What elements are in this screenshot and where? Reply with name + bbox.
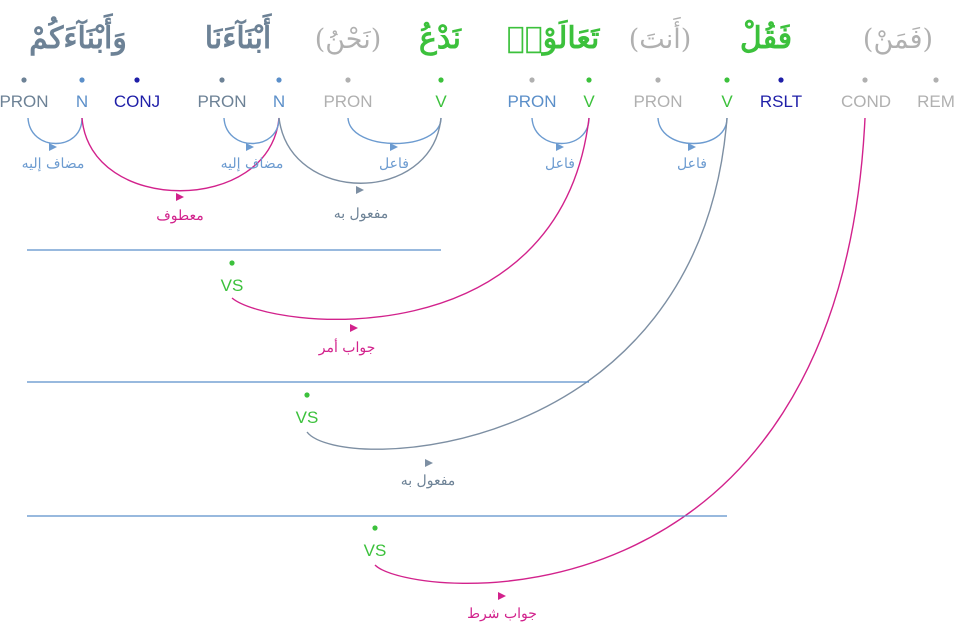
subgraph-lines [27, 249, 727, 517]
arc-r2 [81, 117, 280, 192]
arrowhead-r5 [356, 186, 364, 194]
subgraph-dot-s1 [229, 260, 235, 266]
dot-t5 [276, 77, 282, 83]
arc-r3 [223, 117, 280, 145]
subgraph-label-s3: VS [364, 541, 387, 560]
arc-r9 [306, 117, 728, 450]
arrowhead-r1 [49, 143, 57, 151]
dot-t9 [586, 77, 592, 83]
tag-row: PRON N CONJ PRON N PRON V PRON V PRON V … [0, 92, 955, 111]
rel-label-r8: جواب أمر [318, 337, 376, 356]
rel-label-r9: مفعول به [401, 473, 456, 489]
tag-t8: PRON [507, 92, 556, 111]
arc-r10 [374, 117, 866, 585]
rel-label-r7: فاعل [677, 156, 707, 172]
rel-label-r2: معطوف [156, 208, 203, 224]
tag-t5: N [273, 92, 285, 111]
tag-t7: V [435, 92, 447, 111]
arrowheads [49, 143, 696, 600]
dot-t2 [79, 77, 85, 83]
dot-t4 [219, 77, 225, 83]
word-w5: تَعَالَوْا۟ [507, 19, 601, 56]
subgraph-label-s1: VS [221, 276, 244, 295]
arc-r4 [347, 117, 442, 145]
tag-t2: N [76, 92, 88, 111]
rel-label-r1: مضاف إليه [22, 156, 85, 172]
arrowhead-r8 [350, 324, 358, 332]
rel-label-r5: مفعول به [334, 206, 389, 222]
arrowhead-r9 [425, 459, 433, 467]
word-w1: وَأَبْنَآءَكُمْ [29, 13, 127, 56]
dot-t8 [529, 77, 535, 83]
arrowhead-r7 [688, 143, 696, 151]
subgraph-dot-s3 [372, 525, 378, 531]
tag-t1: PRON [0, 92, 49, 111]
word-w4: نَدْعُ [419, 21, 463, 56]
arrowhead-r10 [498, 592, 506, 600]
tag-t12: RSLT [760, 92, 802, 111]
word-w2: أَبْنَآءَنَا [205, 13, 273, 56]
tag-t4: PRON [197, 92, 246, 111]
subgraph-dot-s2 [304, 392, 310, 398]
dot-t14 [933, 77, 939, 83]
arrowhead-r2 [176, 193, 184, 201]
relation-labels: مضاف إليه معطوف مضاف إليه فاعل مفعول به … [22, 156, 707, 622]
arrowhead-r4 [390, 143, 398, 151]
arc-r8 [231, 117, 590, 320]
arc-r6 [531, 117, 590, 145]
tag-t6: PRON [323, 92, 372, 111]
rel-label-r6: فاعل [545, 156, 575, 172]
dot-t13 [862, 77, 868, 83]
tag-t10: PRON [633, 92, 682, 111]
dot-t11 [724, 77, 730, 83]
tag-t14: REM [917, 92, 955, 111]
subgraph-label-s2: VS [296, 408, 319, 427]
dot-t6 [345, 77, 351, 83]
arrowhead-r6 [556, 143, 564, 151]
rel-label-r4: فاعل [379, 156, 409, 172]
rel-label-r3: مضاف إليه [221, 156, 284, 172]
word-w6: (أَنتَ) [629, 16, 692, 55]
dot-t1 [21, 77, 27, 83]
arcs [27, 117, 866, 585]
word-w8: (فَمَنْ) [863, 24, 933, 55]
dot-t7 [438, 77, 444, 83]
arrowhead-r3 [246, 143, 254, 151]
arc-r7 [657, 117, 728, 145]
word-w7: فَقُلْ [740, 20, 792, 56]
word-w3: (نَحْنُ) [315, 24, 382, 55]
subgraph-nodes: VS VS VS [221, 260, 387, 560]
node-dots [21, 77, 939, 83]
arc-r5 [278, 117, 442, 184]
word-row: وَأَبْنَآءَكُمْ أَبْنَآءَنَا (نَحْنُ) نَ… [29, 13, 933, 56]
dot-t3 [134, 77, 140, 83]
tag-t3: CONJ [114, 92, 160, 111]
tag-t9: V [583, 92, 595, 111]
rel-label-r10: جواب شرط [467, 606, 537, 622]
tag-t13: COND [841, 92, 891, 111]
arc-r1 [27, 117, 83, 144]
dot-t10 [655, 77, 661, 83]
dot-t12 [778, 77, 784, 83]
tag-t11: V [721, 92, 733, 111]
